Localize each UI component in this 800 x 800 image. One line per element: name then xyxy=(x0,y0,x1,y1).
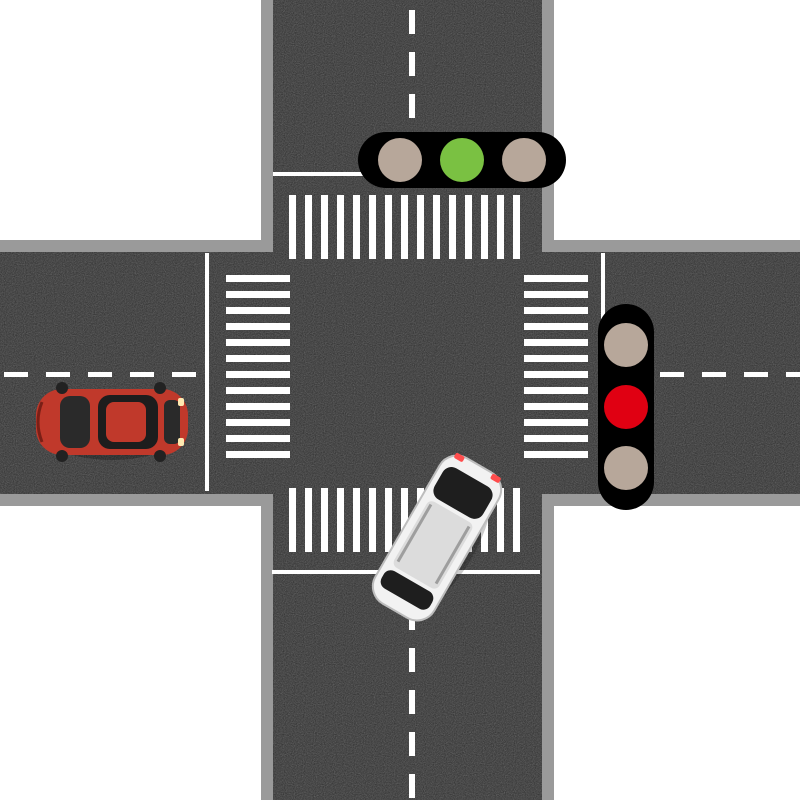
traffic-light-north-lamp-2 xyxy=(440,138,484,182)
center-dash xyxy=(409,10,415,34)
center-dash xyxy=(88,372,112,377)
traffic-light-east-lamp-3 xyxy=(604,446,648,490)
crosswalk-stripe xyxy=(226,435,290,442)
center-dash xyxy=(409,94,415,118)
crosswalk-stripe xyxy=(226,275,290,282)
stop-line-north xyxy=(273,172,411,176)
crosswalk-stripe xyxy=(401,488,408,552)
crosswalk-stripe xyxy=(226,403,290,410)
red-sedan-car xyxy=(36,382,188,462)
crosswalk-east xyxy=(524,275,588,458)
crosswalk-stripe xyxy=(481,195,488,259)
crosswalk-stripe xyxy=(524,307,588,314)
crosswalk-stripe xyxy=(513,488,520,552)
center-dash xyxy=(660,372,684,377)
crosswalk-north xyxy=(289,195,520,259)
crosswalk-stripe xyxy=(226,419,290,426)
crosswalk-stripe xyxy=(226,307,290,314)
center-dash xyxy=(744,372,768,377)
crosswalk-stripe xyxy=(226,339,290,346)
crosswalk-stripe xyxy=(226,355,290,362)
crosswalk-stripe xyxy=(497,195,504,259)
traffic-light-east-lamp-1 xyxy=(604,323,648,367)
crosswalk-stripe xyxy=(524,275,588,282)
crosswalk-stripe xyxy=(289,195,296,259)
crosswalk-stripe xyxy=(385,195,392,259)
center-dash xyxy=(46,372,70,377)
crosswalk-stripe xyxy=(417,195,424,259)
crosswalk-stripe xyxy=(226,291,290,298)
crosswalk-stripe xyxy=(524,339,588,346)
stop-line-west xyxy=(205,253,209,491)
crosswalk-stripe xyxy=(305,488,312,552)
traffic-light-north-lamp-1 xyxy=(378,138,422,182)
crosswalk-stripe xyxy=(369,195,376,259)
center-dash xyxy=(172,372,196,377)
crosswalk-stripe xyxy=(305,195,312,259)
crosswalk-stripe xyxy=(449,195,456,259)
center-dash xyxy=(409,732,415,756)
traffic-light-north xyxy=(358,132,566,188)
crosswalk-stripe xyxy=(524,387,588,394)
center-dash xyxy=(786,372,800,377)
crosswalk-stripe xyxy=(385,488,392,552)
crosswalk-stripe xyxy=(226,371,290,378)
traffic-light-east xyxy=(598,304,654,510)
crosswalk-stripe xyxy=(337,195,344,259)
crosswalk-stripe xyxy=(433,195,440,259)
crosswalk-stripe xyxy=(337,488,344,552)
center-dash xyxy=(409,690,415,714)
white-suv-car xyxy=(371,452,503,622)
traffic-light-north-lamp-3 xyxy=(502,138,546,182)
crosswalk-stripe xyxy=(289,488,296,552)
center-dash xyxy=(4,372,28,377)
center-dash xyxy=(702,372,726,377)
crosswalk-stripe xyxy=(401,195,408,259)
crosswalk-stripe xyxy=(369,488,376,552)
crosswalk-stripe xyxy=(353,488,360,552)
crosswalk-stripe xyxy=(226,387,290,394)
crosswalk-stripe xyxy=(524,403,588,410)
crosswalk-stripe xyxy=(226,323,290,330)
crosswalk-stripe xyxy=(524,419,588,426)
crosswalk-stripe xyxy=(465,195,472,259)
center-dash xyxy=(130,372,154,377)
center-dash xyxy=(409,774,415,798)
crosswalk-stripe xyxy=(524,435,588,442)
crosswalk-stripe xyxy=(524,291,588,298)
traffic-light-east-lamp-2 xyxy=(604,385,648,429)
center-dash xyxy=(409,648,415,672)
crosswalk-stripe xyxy=(524,323,588,330)
crosswalk-stripe xyxy=(321,488,328,552)
stop-line-east xyxy=(601,253,605,373)
center-dash xyxy=(409,52,415,76)
crosswalk-stripe xyxy=(524,355,588,362)
crosswalk-stripe xyxy=(321,195,328,259)
crosswalk-stripe xyxy=(353,195,360,259)
crosswalk-stripe xyxy=(524,371,588,378)
crosswalk-stripe xyxy=(513,195,520,259)
crosswalk-stripe xyxy=(524,451,588,458)
crosswalk-west xyxy=(226,275,290,458)
crosswalk-stripe xyxy=(497,488,504,552)
crosswalk-stripe xyxy=(226,451,290,458)
